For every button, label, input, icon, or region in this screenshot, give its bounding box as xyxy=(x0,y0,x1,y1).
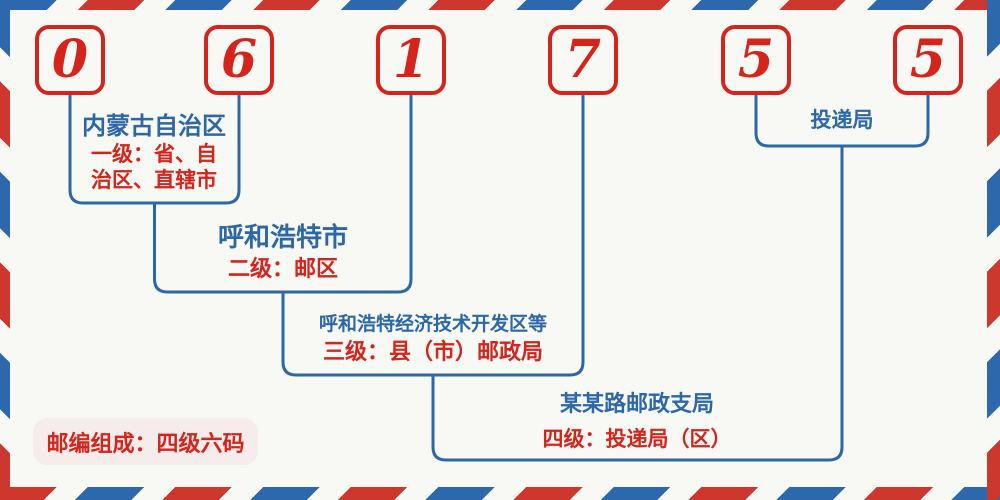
bracket-level4 xyxy=(431,146,844,462)
level3-group: 呼和浩特经济技术开发区等 三级：县（市）邮政局 xyxy=(319,312,547,366)
digit-box-1: 0 xyxy=(35,25,105,95)
level1-desc-line2: 治区、直辖市 xyxy=(91,169,217,192)
digit-6: 5 xyxy=(909,29,947,90)
level2-desc-line1: 二级：邮区 xyxy=(227,256,339,281)
composition-badge-label: 邮编组成：四级六码 xyxy=(46,430,245,456)
digit-box-5: 5 xyxy=(721,25,791,95)
level1-group: 内蒙古自治区 一级：省、自 治区、直辖市 xyxy=(82,112,226,194)
level2-group: 呼和浩特市 二级：邮区 xyxy=(218,221,348,284)
level4-desc-line1: 四级：投递局（区） xyxy=(542,428,732,451)
digit-box-3: 1 xyxy=(376,25,446,95)
digit-box-4: 7 xyxy=(548,25,618,95)
digit-3: 1 xyxy=(392,29,430,90)
digit-box-6: 5 xyxy=(893,25,963,95)
digit-1: 0 xyxy=(51,29,89,90)
digit-2: 6 xyxy=(220,29,258,90)
level3-region-label: 呼和浩特经济技术开发区等 xyxy=(318,314,548,335)
composition-badge: 邮编组成：四级六码 xyxy=(33,418,258,465)
level2-region-label: 呼和浩特市 xyxy=(217,222,349,252)
level1-desc-line1: 一级：省、自 xyxy=(91,143,217,166)
level1-region-label: 内蒙古自治区 xyxy=(82,113,226,140)
level3-desc-line1: 三级：县（市）邮政局 xyxy=(322,339,544,364)
digit-5: 5 xyxy=(737,29,775,90)
level4-group: 某某路邮政支局 四级：投递局（区） xyxy=(543,390,732,454)
digit-box-2: 6 xyxy=(204,25,274,95)
delivery-office-label: 投递局 xyxy=(810,109,874,132)
digit-4: 7 xyxy=(564,29,602,90)
level4-region-label: 某某路邮政支局 xyxy=(559,391,714,416)
delivery-office-group: 投递局 xyxy=(811,108,874,134)
